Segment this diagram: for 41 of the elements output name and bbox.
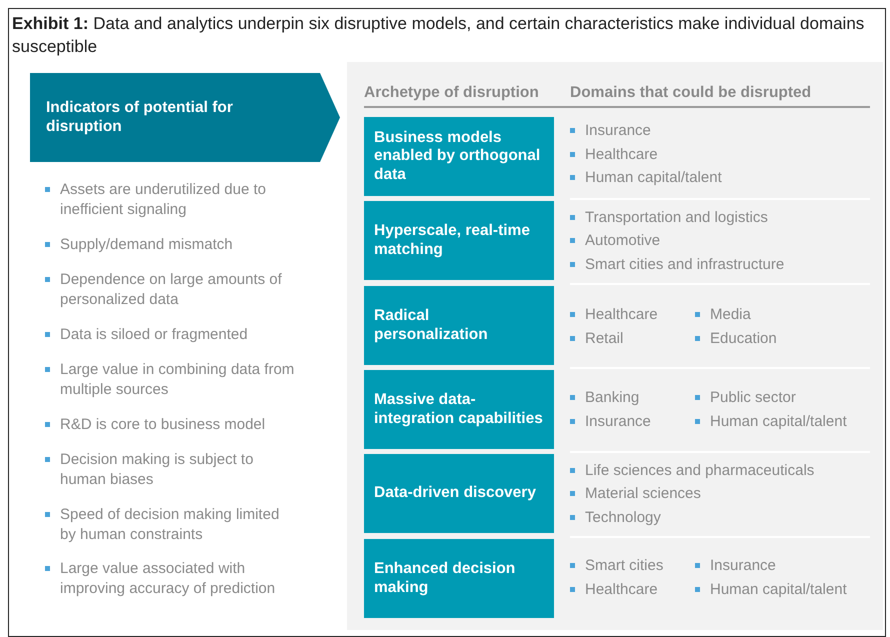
domain-bullet-item: Material sciences xyxy=(570,484,870,504)
archetype-box: Radical personalization xyxy=(364,286,554,365)
domain-bullet-item: Human capital/talent xyxy=(695,412,875,432)
domain-bullet-item: Media xyxy=(695,305,875,325)
title: Exhibit 1: Data and analytics underpin six disruptive models, and certain characteristics make individual domains susceptible xyxy=(12,13,866,58)
chevron-banner xyxy=(30,73,340,162)
indicator-bullet-item: Large value associated with improving accuracy of prediction xyxy=(45,559,295,599)
archetype-box: Hyperscale, real-time matching xyxy=(364,201,554,280)
domain-bullet-item: Insurance xyxy=(695,556,875,576)
domain-bullet-item: Healthcare xyxy=(570,145,870,165)
domain-bullet-item: Life sciences and pharmaceuticals xyxy=(570,461,870,481)
archetype-box: Enhanced decision making xyxy=(364,539,554,618)
domain-bullet-item: Retail xyxy=(570,329,690,349)
indicator-bullet-item: Assets are underutilized due to inefficient signaling xyxy=(45,180,295,220)
banner-heading: Indicators of potential for disruption xyxy=(46,99,234,136)
indicator-bullet-item: Supply/demand mismatch xyxy=(45,235,295,255)
archetype-box: Business models enabled by orthogonal data xyxy=(364,117,554,196)
indicator-bullet-item: R&D is core to business model xyxy=(45,415,295,435)
indicator-bullet-item: Speed of decision making limited by human constraints xyxy=(45,505,295,545)
domain-bullet-item: Education xyxy=(695,329,875,349)
domain-bullet-item: Smart cities and infrastructure xyxy=(570,255,870,275)
archetype-box: Data-driven discovery xyxy=(364,454,554,533)
domain-bullet-item: Insurance xyxy=(570,121,870,141)
domain-bullet-item: Banking xyxy=(570,388,690,408)
column-header: Domains that could be disrupted xyxy=(570,84,812,102)
archetype-box: Massive data-integration capabilities xyxy=(364,370,554,449)
domain-bullet-item: Human capital/talent xyxy=(570,168,870,188)
domain-bullet-item: Smart cities xyxy=(570,556,690,576)
domain-bullet-item: Healthcare xyxy=(570,580,690,600)
domain-bullet-item: Transportation and logistics xyxy=(570,208,870,228)
indicator-bullet-item: Decision making is subject to human biases xyxy=(45,450,295,490)
indicator-bullet-item: Dependence on large amounts of personalized data xyxy=(45,270,295,310)
domain-bullet-item: Technology xyxy=(570,508,870,528)
domain-bullet-item: Healthcare xyxy=(570,305,690,325)
domain-bullet-item: Public sector xyxy=(695,388,875,408)
domain-bullet-item: Automotive xyxy=(570,231,870,251)
indicator-bullet-item: Data is siloed or fragmented xyxy=(45,325,295,345)
indicator-bullet-item: Large value in combining data from multiple sources xyxy=(45,360,295,400)
domain-bullet-item: Insurance xyxy=(570,412,690,432)
domain-bullet-item: Human capital/talent xyxy=(695,580,875,600)
column-header: Archetype of disruption xyxy=(364,84,539,102)
